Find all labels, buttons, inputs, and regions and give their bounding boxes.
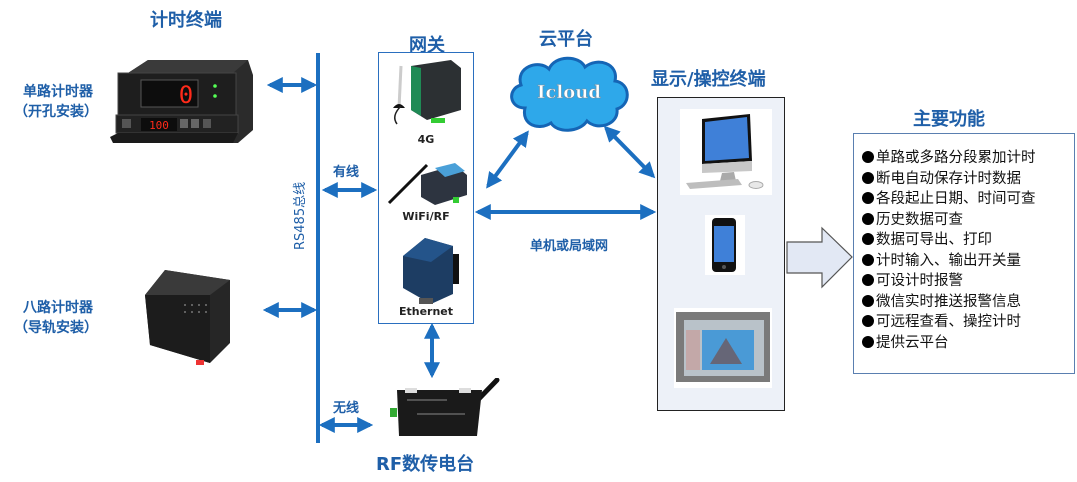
features-list: 单路或多路分段累加计时 断电自动保存计时数据 各段起止日期、时间可查 历史数据可… [854, 134, 1074, 353]
wired-label: 有线 [333, 165, 360, 180]
cloud-display-arrow [603, 125, 656, 179]
main-display-value: 0 [179, 81, 193, 109]
feature-item: 数据可导出、打印 [862, 230, 1074, 251]
4g-gateway-device [393, 60, 461, 125]
single-timer-label: 单路计时器 （开孔安装） [14, 82, 98, 122]
rf-radio-label: RF数传电台 [376, 454, 475, 475]
rf-radio-device [387, 377, 507, 443]
bullet-icon [862, 192, 874, 204]
eight-timer-label: 八路计时器 （导轨安装） [14, 298, 98, 338]
smartphone-icon [712, 218, 736, 272]
hmi-touchscreen-icon [676, 312, 770, 382]
feature-item: 单路或多路分段累加计时 [862, 148, 1074, 169]
smartphone-card [705, 215, 745, 275]
timing-terminal-title: 计时终端 [150, 10, 222, 31]
feature-item: 可设计时报警 [862, 271, 1074, 292]
single-timer-device: 0 100 [108, 55, 258, 150]
bullet-icon [862, 253, 874, 266]
cloud-label: Icloud [537, 82, 601, 103]
desktop-computer-icon [686, 114, 764, 189]
ethernet-gateway-device [403, 238, 459, 304]
feature-item: 可远程查看、操控计时 [862, 312, 1074, 333]
lan-label: 单机或局域网 [530, 239, 609, 254]
single-timer-name: 单路计时器 [23, 84, 93, 100]
bullet-icon [862, 212, 874, 225]
features-box: 单路或多路分段累加计时 断电自动保存计时数据 各段起止日期、时间可查 历史数据可… [853, 133, 1075, 374]
wifi-rf-gateway-device [387, 163, 467, 205]
gateway-ethernet-label: Ethernet [398, 305, 454, 318]
desktop-computer-card [680, 109, 772, 195]
bullet-icon [862, 171, 874, 184]
bullet-icon [862, 151, 874, 163]
gateway-box: 4G WiFi/RF Ethernet [378, 52, 474, 324]
wireless-label: 无线 [333, 401, 360, 416]
feature-item: 历史数据可查 [862, 210, 1074, 231]
feature-item: 微信实时推送报警信息 [862, 292, 1074, 313]
feature-item: 各段起止日期、时间可查 [862, 189, 1074, 210]
gateway-4g-label: 4G [417, 133, 435, 146]
eight-timer-install: （导轨安装） [14, 320, 98, 336]
bullet-icon [862, 315, 874, 327]
gateway-wifi-rf-label: WiFi/RF [402, 210, 450, 223]
main-functions-title: 主要功能 [913, 109, 985, 130]
bullet-icon [862, 274, 874, 286]
cloud-icon: Icloud [505, 53, 633, 135]
display-terminal-box [657, 97, 785, 411]
gateway-title: 网关 [409, 35, 445, 56]
right-arrow-icon [786, 226, 853, 289]
hmi-touchscreen-card [674, 308, 772, 388]
single-timer-install: （开孔安装） [14, 104, 98, 120]
display-terminal-title: 显示/操控终端 [651, 69, 766, 90]
gateway-cloud-arrow [486, 130, 529, 189]
feature-item: 计时输入、输出开关量 [862, 251, 1074, 272]
sub-display-value: 100 [149, 119, 169, 132]
feature-item: 断电自动保存计时数据 [862, 169, 1074, 190]
bullet-icon [862, 294, 874, 307]
bullet-icon [862, 335, 874, 348]
cloud-platform-title: 云平台 [539, 29, 593, 50]
eight-timer-name: 八路计时器 [23, 300, 93, 316]
eight-timer-device [140, 265, 235, 365]
feature-item: 提供云平台 [862, 333, 1074, 354]
bullet-icon [862, 233, 874, 245]
